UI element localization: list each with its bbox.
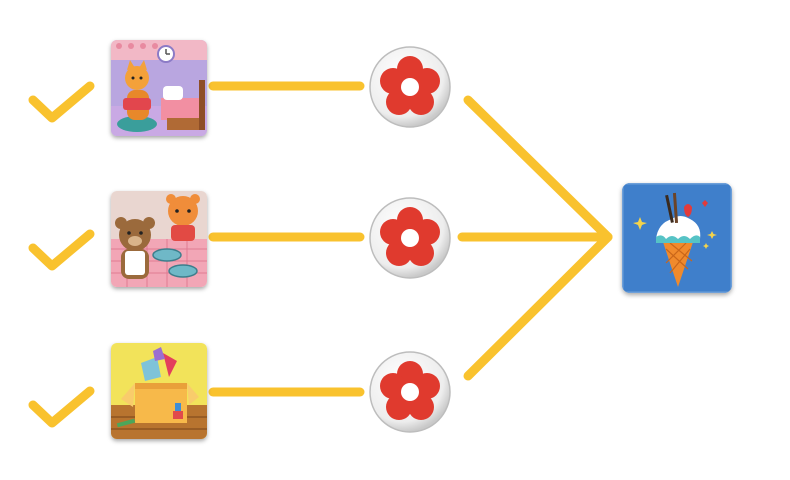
connector-line-bottom-diagonal — [463, 232, 613, 381]
flower-token-3[interactable] — [368, 350, 452, 434]
ice-cream-reward-card[interactable] — [622, 183, 732, 293]
connector-line-top-diagonal — [463, 95, 613, 242]
flower-token-2[interactable] — [368, 196, 452, 280]
bear-and-cat-table-card[interactable] — [111, 191, 207, 287]
flower-token-1[interactable] — [368, 45, 452, 129]
check-icon — [28, 81, 95, 123]
red-flower-icon — [369, 197, 451, 279]
red-flower-icon — [369, 351, 451, 433]
red-flower-icon — [369, 46, 451, 128]
kitten-bedroom-card[interactable] — [111, 40, 207, 136]
kitten-bedroom-icon — [111, 40, 207, 136]
toy-box-card[interactable] — [111, 343, 207, 439]
check-icon — [28, 229, 95, 271]
check-icon — [28, 386, 95, 428]
ice-cream-icon — [622, 183, 732, 293]
toy-box-icon — [111, 343, 207, 439]
bear-and-cat-table-icon — [111, 191, 207, 287]
